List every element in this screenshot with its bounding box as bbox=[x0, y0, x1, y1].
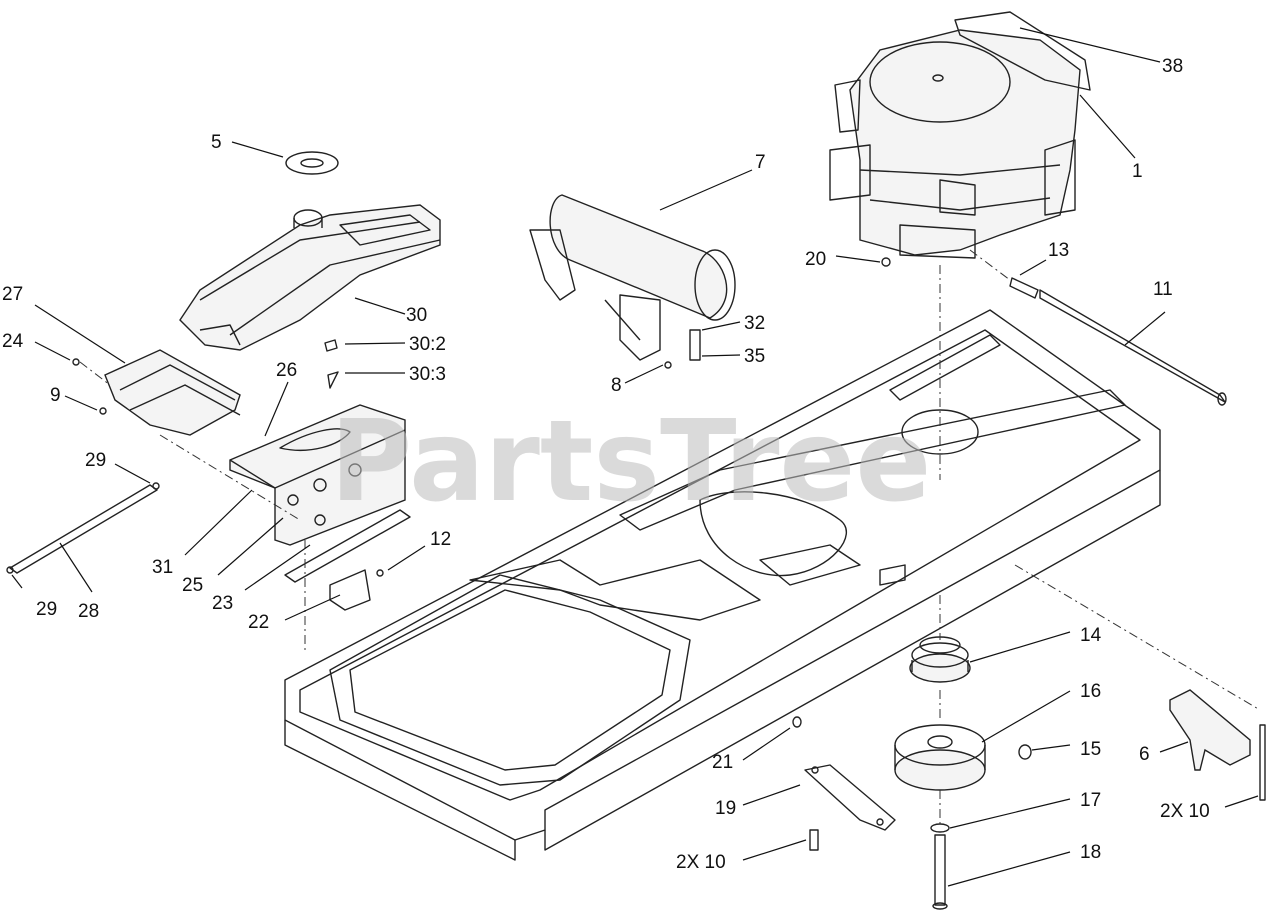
callout-16: 16 bbox=[1080, 681, 1101, 702]
callout-31: 31 bbox=[152, 557, 173, 578]
watermark: PartsTree bbox=[330, 397, 931, 527]
callout-24: 24 bbox=[2, 331, 24, 352]
muffler bbox=[529, 194, 736, 361]
mount-bracket bbox=[229, 404, 406, 546]
callout-15: 15 bbox=[1080, 739, 1101, 760]
callout-9: 9 bbox=[50, 385, 61, 406]
callout-32: 32 bbox=[744, 313, 765, 334]
callout-1: 1 bbox=[1132, 161, 1143, 182]
callout-labels: 38 1 5 7 13 20 11 27 30 32 24 30:2 35 26… bbox=[2, 56, 1210, 873]
chassis-frame bbox=[284, 309, 1161, 861]
callout-2x10-left: 2X 10 bbox=[676, 852, 726, 873]
callout-14: 14 bbox=[1080, 625, 1102, 646]
clutch-16 bbox=[894, 724, 1032, 791]
callout-23: 23 bbox=[212, 593, 233, 614]
fuel-tank bbox=[179, 204, 441, 351]
callout-26: 26 bbox=[276, 360, 297, 381]
callout-28: 28 bbox=[78, 601, 99, 622]
bracket-6 bbox=[1169, 689, 1266, 801]
alignment-lines bbox=[79, 249, 1261, 825]
leader-lines bbox=[11, 27, 1259, 887]
callout-35: 35 bbox=[744, 346, 765, 367]
callout-25: 25 bbox=[182, 575, 203, 596]
rod-11 bbox=[1009, 277, 1227, 406]
callout-18: 18 bbox=[1080, 842, 1101, 863]
callout-29-b: 29 bbox=[36, 599, 57, 620]
washer-5 bbox=[285, 151, 339, 175]
callout-20: 20 bbox=[805, 249, 826, 270]
callout-38: 38 bbox=[1162, 56, 1183, 77]
heat-shield bbox=[104, 349, 241, 436]
callout-7: 7 bbox=[755, 152, 766, 173]
callout-30-3: 30:3 bbox=[409, 364, 446, 385]
callout-21: 21 bbox=[712, 752, 733, 773]
callout-6: 6 bbox=[1139, 744, 1150, 765]
callout-8: 8 bbox=[611, 375, 622, 396]
pulley-14 bbox=[909, 636, 971, 683]
callout-12: 12 bbox=[430, 529, 451, 550]
callout-29-a: 29 bbox=[85, 450, 106, 471]
callout-5: 5 bbox=[211, 132, 222, 153]
callout-11: 11 bbox=[1153, 279, 1173, 300]
bracket-19 bbox=[804, 764, 896, 831]
hardware bbox=[6, 257, 891, 851]
callout-13: 13 bbox=[1048, 240, 1069, 261]
callout-22: 22 bbox=[248, 612, 269, 633]
callout-30-2: 30:2 bbox=[409, 334, 446, 355]
callout-19: 19 bbox=[715, 798, 736, 819]
callout-27: 27 bbox=[2, 284, 23, 305]
brace bbox=[284, 509, 411, 611]
bolt-18 bbox=[930, 823, 950, 910]
callout-30: 30 bbox=[406, 305, 427, 326]
engine bbox=[829, 11, 1091, 259]
rod-28 bbox=[9, 484, 158, 574]
callout-17: 17 bbox=[1080, 790, 1101, 811]
callout-2x10-right: 2X 10 bbox=[1160, 801, 1210, 822]
